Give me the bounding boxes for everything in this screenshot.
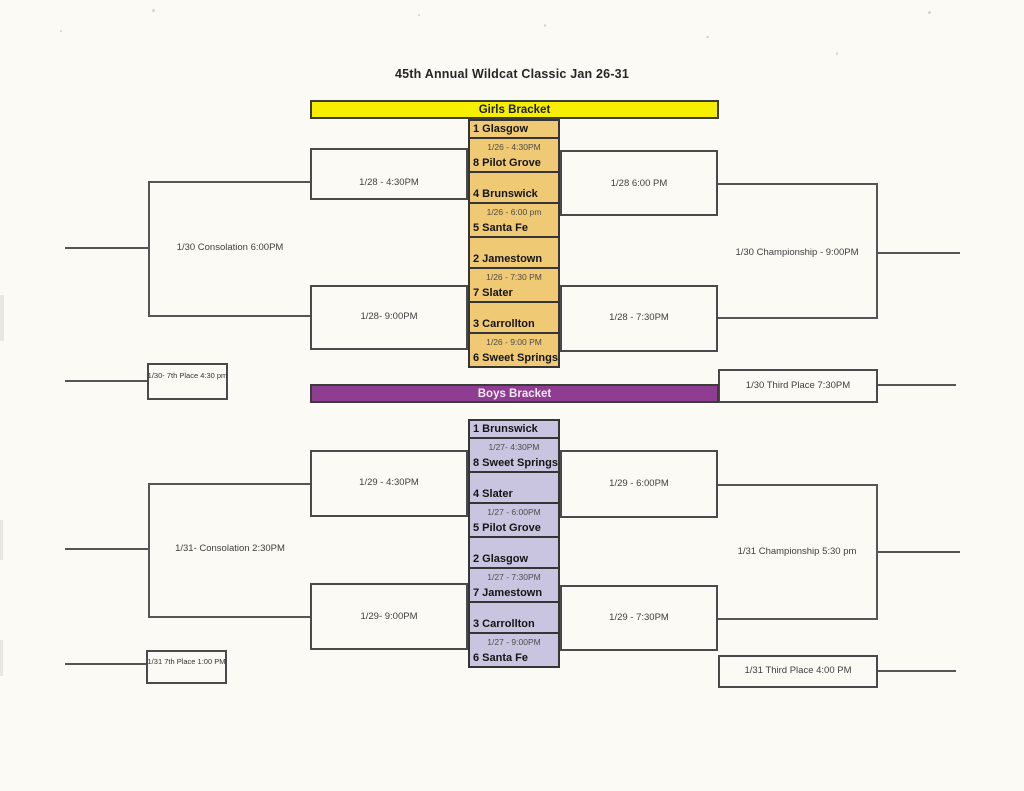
girls-semifinal2-label: 1/28 - 7:30PM: [609, 312, 669, 323]
girls-game1-time: 1/26 - 4:30PM: [487, 141, 541, 152]
girls-consolation-semi1-label: 1/28 - 4:30PM: [359, 177, 419, 188]
boys-consolation-semi1-box: [310, 450, 468, 517]
boys-semifinal1-box: [560, 450, 718, 518]
spacer-cell: [470, 603, 558, 617]
girls-semifinal2-box: [560, 285, 718, 352]
bracket-line: [65, 247, 148, 249]
spacer-cell: [470, 303, 558, 317]
page-title: 45th Annual Wildcat Classic Jan 26-31: [395, 67, 629, 81]
boys-consolation-final-label: 1/31- Consolation 2:30PM: [175, 543, 285, 554]
boys-championship-label: 1/31 Championship 5:30 pm: [737, 546, 857, 557]
bracket-line: [718, 618, 876, 620]
boys-semifinal2-label: 1/29 - 7:30PM: [609, 612, 669, 623]
girls-first-round-column: 1 Glasgow 1/26 - 4:30PM 8 Pilot Grove 4 …: [468, 119, 560, 368]
girls-team-seed2: 2 Jamestown: [470, 251, 558, 269]
bracket-line: [718, 317, 878, 319]
boys-game2-time: 1/27 - 6:00PM: [487, 506, 541, 517]
girls-third-place-label: 1/30 Third Place 7:30PM: [745, 380, 851, 391]
boys-team-seed2: 2 Glasgow: [470, 551, 558, 569]
girls-consolation-semi1-box: [310, 148, 468, 200]
spacer-cell: [470, 173, 558, 187]
girls-consolation-semi2-box: [310, 285, 468, 350]
bracket-line: [148, 181, 310, 183]
bracket-line: [65, 663, 146, 665]
boys-third-place-box: [718, 655, 878, 688]
boys-team-seed6: 6 Santa Fe: [473, 652, 529, 665]
spacer-cell: [470, 238, 558, 252]
girls-game4-time: 1/26 - 9:00 PM: [486, 336, 542, 347]
girls-bracket-header: Girls Bracket: [310, 100, 719, 119]
boys-game4-time: 1/27 - 9:00PM: [487, 636, 541, 647]
bracket-line: [148, 483, 310, 485]
girls-consolation-final-label: 1/30 Consolation 6:00PM: [176, 242, 284, 253]
boys-team-seed5: 5 Pilot Grove: [470, 520, 558, 538]
spacer-cell: [470, 538, 558, 552]
boys-semifinal1-label: 1/29 - 6:00PM: [609, 478, 669, 489]
bracket-line: [876, 252, 960, 254]
boys-first-round-column: 1 Brunswick 1/27- 4:30PM 8 Sweet Springs…: [468, 419, 560, 668]
bracket-line: [148, 315, 310, 317]
bracket-line: [876, 551, 960, 553]
bracket-line: [148, 483, 150, 618]
girls-team-seed6: 6 Sweet Springs: [473, 352, 558, 365]
boys-bracket-header-label: Boys Bracket: [477, 387, 552, 400]
girls-team-seed1: 1 Glasgow: [470, 121, 558, 139]
bracket-line: [718, 183, 878, 185]
boys-bracket-header: Boys Bracket: [310, 384, 719, 403]
girls-game2-time: 1/26 - 6:00 pm: [486, 206, 542, 217]
boys-third-place-label: 1/31 Third Place 4:00 PM: [744, 665, 852, 676]
bracket-line: [65, 380, 147, 382]
girls-semifinal1-label: 1/28 6:00 PM: [610, 178, 668, 189]
girls-semifinal1-box: [560, 150, 718, 216]
bracket-line: [878, 384, 956, 386]
girls-seventh-place-label: 1/30- 7th Place 4:30 pm: [147, 371, 228, 380]
girls-team-seed8: 8 Pilot Grove: [470, 155, 558, 173]
girls-game3-time: 1/26 - 7:30 PM: [486, 271, 542, 282]
boys-game1-time: 1/27- 4:30PM: [488, 441, 540, 452]
girls-consolation-semi2-label: 1/28- 9:00PM: [360, 311, 418, 322]
bracket-line: [718, 484, 876, 486]
bracket-line: [148, 181, 150, 317]
girls-team-seed7: 7 Slater: [470, 285, 558, 303]
girls-team-seed5: 5 Santa Fe: [470, 220, 558, 238]
boys-consolation-semi2-label: 1/29- 9:00PM: [360, 611, 418, 622]
boys-game3-time: 1/27 - 7:30PM: [487, 571, 541, 582]
boys-seventh-place-box: [146, 650, 227, 684]
spacer-cell: [470, 473, 558, 487]
girls-team-seed3: 3 Carrollton: [470, 316, 558, 334]
girls-seventh-place-box: [147, 363, 228, 400]
boys-team-seed8: 8 Sweet Springs: [470, 455, 558, 473]
bracket-line: [876, 183, 878, 319]
boys-consolation-semi2-box: [310, 583, 468, 650]
boys-seventh-place-label: 1/31 7th Place 1:00 PM: [147, 657, 226, 666]
bracket-line: [148, 616, 310, 618]
bracket-line: [65, 548, 148, 550]
boys-team-seed7: 7 Jamestown: [470, 585, 558, 603]
boys-team-seed4: 4 Slater: [470, 486, 558, 504]
boys-team-seed1: 1 Brunswick: [470, 421, 558, 439]
boys-team-seed3: 3 Carrollton: [470, 616, 558, 634]
girls-bracket-header-label: Girls Bracket: [478, 103, 551, 116]
girls-championship-label: 1/30 Championship - 9:00PM: [735, 247, 859, 258]
boys-semifinal2-box: [560, 585, 718, 651]
boys-consolation-semi1-label: 1/29 - 4:30PM: [359, 477, 419, 488]
bracket-line: [878, 670, 956, 672]
girls-third-place-box: [718, 369, 878, 403]
girls-team-seed4: 4 Brunswick: [470, 186, 558, 204]
